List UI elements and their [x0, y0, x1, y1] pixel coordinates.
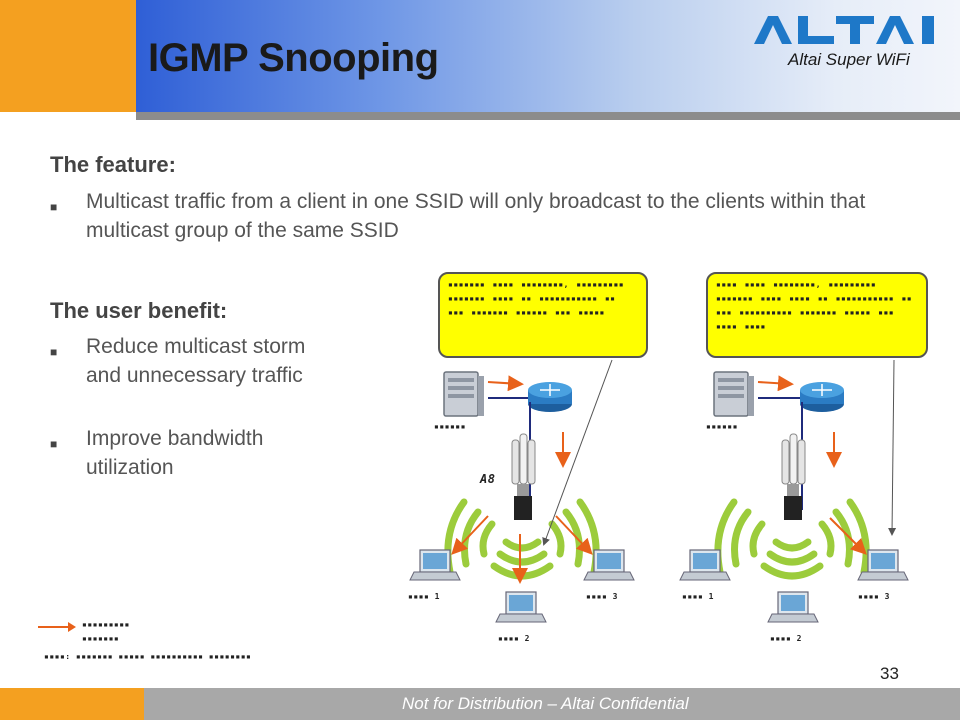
client-label-3-right: ▪▪▪▪ 3 [858, 592, 890, 601]
router-icon-right [800, 382, 844, 412]
benefit-bullet-2: ■ Improve bandwidth utilization [50, 424, 340, 482]
footer-band [144, 688, 960, 720]
client-label-1-right: ▪▪▪▪ 1 [682, 592, 714, 601]
footer-orange-block [0, 688, 144, 720]
client-label-3-left: ▪▪▪▪ 3 [586, 592, 618, 601]
brand-subtitle: Altai Super WiFi [788, 50, 910, 69]
header-orange-block [0, 0, 136, 112]
laptop-icon-client2-right [767, 591, 819, 623]
server-icon-right [713, 371, 754, 417]
diagram-graphics [409, 359, 909, 623]
network-diagram: ▪▪▪▪▪▪▪ ▪▪▪▪ ▪▪▪▪▪▪▪▪, ▪▪▪▪▪▪▪▪▪ ▪▪▪▪▪▪▪… [380, 262, 960, 672]
laptop-icon-client1-left [409, 549, 461, 581]
client-label-2-right: ▪▪▪▪ 2 [770, 634, 802, 643]
legend-arrow-icon [38, 622, 76, 632]
callout-left: ▪▪▪▪▪▪▪ ▪▪▪▪ ▪▪▪▪▪▪▪▪, ▪▪▪▪▪▪▪▪▪ ▪▪▪▪▪▪▪… [438, 272, 648, 358]
feature-bullet: ■ Multicast traffic from a client in one… [50, 187, 940, 245]
access-point-icon-left [511, 433, 536, 520]
benefit-bullet-text: Reduce multicast storm and unnecessary t… [86, 335, 306, 387]
feature-bullet-text: Multicast traffic from a client in one S… [86, 190, 866, 242]
header-rule [136, 112, 960, 120]
square-bullet-icon: ■ [50, 345, 58, 359]
benefit-heading: The user benefit: [50, 298, 228, 323]
square-bullet-icon: ■ [50, 437, 58, 451]
laptop-icon-client1-right [679, 549, 731, 581]
laptop-icon-client3-right [857, 549, 909, 581]
client-label-2-left: ▪▪▪▪ 2 [498, 634, 530, 643]
square-bullet-icon: ■ [50, 200, 58, 214]
ap-label: A8 [480, 472, 496, 486]
header-band [136, 0, 960, 112]
client-label-1-left: ▪▪▪▪ 1 [408, 592, 440, 601]
laptop-icon-client3-left [583, 549, 635, 581]
benefit-bullet-text: Improve bandwidth utilization [86, 427, 264, 479]
page-number: 33 [880, 664, 899, 683]
server-icon-left [443, 371, 484, 417]
slide-title: IGMP Snooping [148, 36, 439, 80]
laptop-icon-client2-left [495, 591, 547, 623]
server-label-left: ▪▪▪▪▪▪ [434, 422, 466, 431]
server-label-right: ▪▪▪▪▪▪ [706, 422, 738, 431]
access-point-icon-right [781, 433, 806, 520]
diagram-note: ▪▪▪▪: ▪▪▪▪▪▪▪ ▪▪▪▪▪ ▪▪▪▪▪▪▪▪▪▪ ▪▪▪▪▪▪▪▪ [44, 652, 252, 661]
legend-label: ▪▪▪▪▪▪▪▪▪ ▪▪▪▪▪▪▪ [82, 620, 130, 643]
callout-right: ▪▪▪▪ ▪▪▪▪ ▪▪▪▪▪▪▪▪, ▪▪▪▪▪▪▪▪▪ ▪▪▪▪▪▪▪ ▪▪… [706, 272, 928, 358]
confidential-notice: Not for Distribution – Altai Confidentia… [402, 694, 689, 713]
benefit-bullet-1: ■ Reduce multicast storm and unnecessary… [50, 332, 340, 390]
altai-logo [754, 16, 934, 44]
router-icon-left [528, 382, 572, 412]
feature-heading: The feature: [50, 152, 176, 177]
